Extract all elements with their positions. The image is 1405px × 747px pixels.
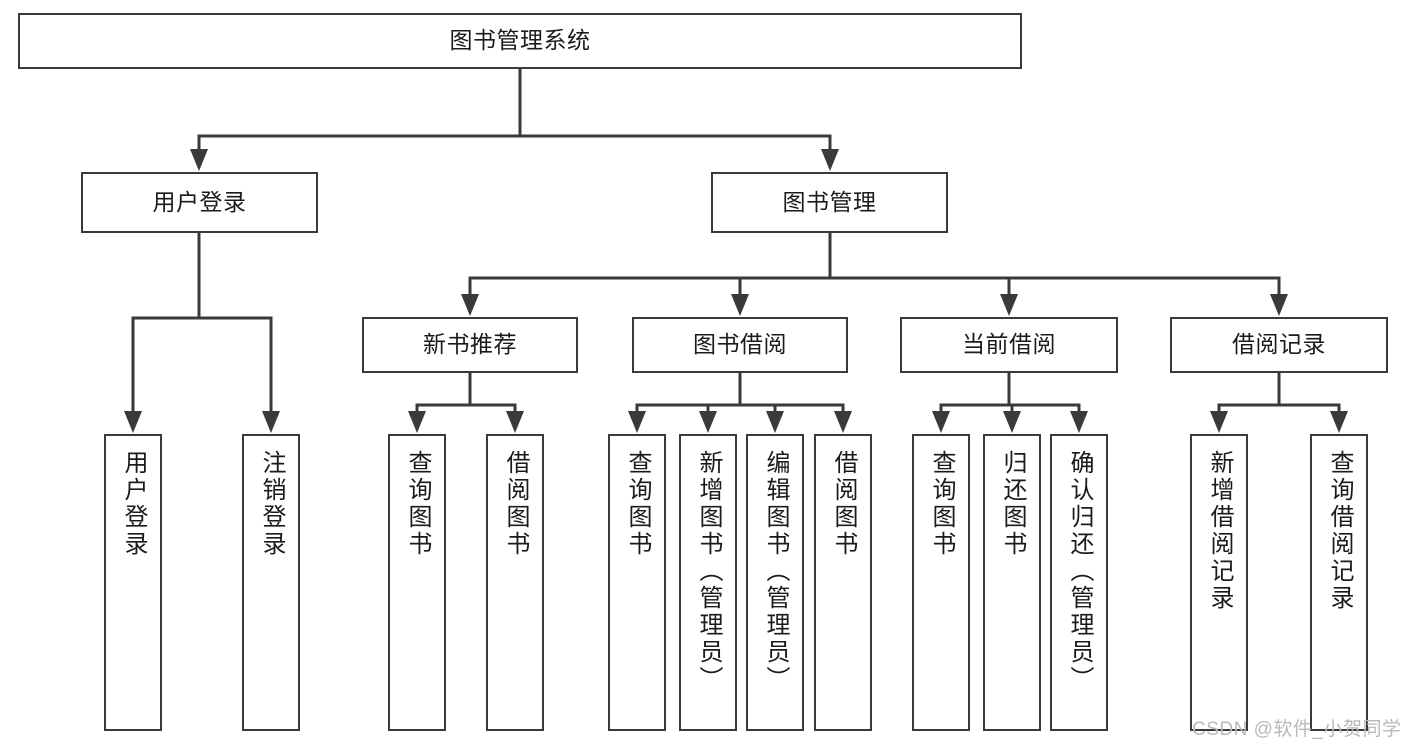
node-label: 查询图书 — [928, 450, 955, 558]
node-leaf-query-book-recommend[interactable]: 查询图书 — [388, 434, 446, 731]
node-label: 用户登录 — [152, 188, 247, 215]
node-label: 新增图书（管理员） — [695, 450, 722, 693]
node-label: 图书管理 — [782, 188, 877, 215]
arrow-head-icon — [262, 411, 280, 433]
arrow-head-icon — [821, 149, 839, 171]
arrow-head-icon — [1070, 411, 1088, 433]
arrow-head-icon — [190, 149, 208, 171]
arrow-head-icon — [932, 411, 950, 433]
arrow-head-icon — [124, 411, 142, 433]
arrow-head-icon — [1000, 294, 1018, 316]
arrow-head-icon — [408, 411, 426, 433]
node-label: 新书推荐 — [423, 331, 517, 358]
arrow-head-icon — [506, 411, 524, 433]
node-label: 查询图书 — [404, 450, 431, 558]
node-label: 查询借阅记录 — [1326, 450, 1353, 612]
node-current-borrow[interactable]: 当前借阅 — [900, 317, 1118, 373]
node-borrow-record[interactable]: 借阅记录 — [1170, 317, 1388, 373]
node-leaf-borrow-book[interactable]: 借阅图书 — [814, 434, 872, 731]
arrow-head-icon — [628, 411, 646, 433]
node-label: 当前借阅 — [962, 331, 1056, 358]
node-label: 借阅图书 — [502, 450, 529, 558]
arrow-head-icon — [766, 411, 784, 433]
node-leaf-query-book-borrow[interactable]: 查询图书 — [608, 434, 666, 731]
node-book-borrow[interactable]: 图书借阅 — [632, 317, 848, 373]
arrow-head-icon — [1210, 411, 1228, 433]
arrow-head-icon — [834, 411, 852, 433]
node-book-management[interactable]: 图书管理 — [711, 172, 948, 233]
arrow-head-icon — [1270, 294, 1288, 316]
arrow-head-icon — [699, 411, 717, 433]
node-label: 编辑图书（管理员） — [762, 450, 789, 693]
node-label: 图书借阅 — [693, 331, 787, 358]
node-leaf-add-book-admin[interactable]: 新增图书（管理员） — [679, 434, 737, 731]
node-label: 确认归还（管理员） — [1066, 450, 1093, 693]
node-label: 用户登录 — [120, 450, 147, 558]
arrow-head-icon — [1330, 411, 1348, 433]
node-label: 图书管理系统 — [449, 27, 591, 54]
arrow-head-icon — [1003, 411, 1021, 433]
csdn-watermark: CSDN @软件_小贺同学 — [1192, 719, 1402, 740]
node-leaf-edit-book-admin[interactable]: 编辑图书（管理员） — [746, 434, 804, 731]
node-label: 注销登录 — [258, 450, 285, 558]
arrow-head-icon — [731, 294, 749, 316]
node-label: 归还图书 — [999, 450, 1026, 558]
node-label: 借阅图书 — [830, 450, 857, 558]
node-leaf-add-borrow-record[interactable]: 新增借阅记录 — [1190, 434, 1248, 731]
node-book-management-system[interactable]: 图书管理系统 — [18, 13, 1022, 69]
node-label: 新增借阅记录 — [1206, 450, 1233, 612]
node-leaf-confirm-return-admin[interactable]: 确认归还（管理员） — [1050, 434, 1108, 731]
node-leaf-query-book-current[interactable]: 查询图书 — [912, 434, 970, 731]
node-new-book-recommend[interactable]: 新书推荐 — [362, 317, 578, 373]
node-label: 借阅记录 — [1232, 331, 1326, 358]
node-label: 查询图书 — [624, 450, 651, 558]
node-leaf-borrow-book-recommend[interactable]: 借阅图书 — [486, 434, 544, 731]
node-leaf-user-login[interactable]: 用户登录 — [104, 434, 162, 731]
node-leaf-return-book[interactable]: 归还图书 — [983, 434, 1041, 731]
node-user-login[interactable]: 用户登录 — [81, 172, 318, 233]
node-leaf-query-borrow-record[interactable]: 查询借阅记录 — [1310, 434, 1368, 731]
arrow-head-icon — [461, 294, 479, 316]
node-leaf-logout-login[interactable]: 注销登录 — [242, 434, 300, 731]
